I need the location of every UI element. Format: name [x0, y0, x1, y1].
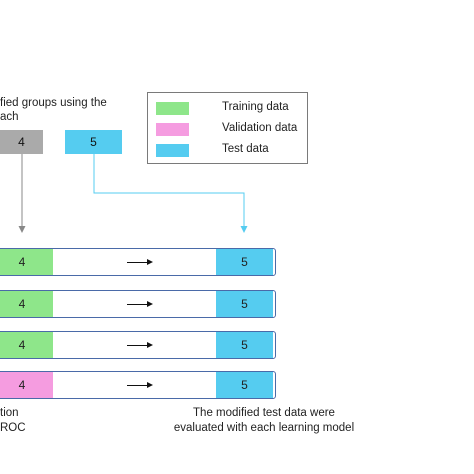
connector-blue-arrowhead	[240, 226, 248, 233]
top-description-line-2: ach	[0, 111, 19, 123]
legend-item-training: Training data	[156, 101, 306, 115]
legend-item-test: Test data	[156, 143, 306, 157]
connector-blue-line	[93, 154, 245, 228]
fold-row-1-group-4: 4	[0, 249, 53, 275]
legend: Training data Validation data Test data	[147, 92, 308, 164]
group-box-4: 4	[0, 130, 43, 154]
legend-item-validation: Validation data	[156, 122, 306, 136]
bottom-left-line-2: ROC	[0, 422, 26, 434]
fold-row-2-group-4: 4	[0, 291, 53, 317]
fold-row-2-group-5: 5	[216, 291, 273, 317]
fold-row-4: 4 5	[0, 371, 276, 399]
legend-label-test: Test data	[222, 143, 269, 155]
bottom-right-line-2: evaluated with each learning model	[173, 422, 355, 434]
fold-row-1: 4 5	[0, 248, 276, 276]
fold-row-4-group-4: 4	[0, 372, 53, 398]
legend-label-training: Training data	[222, 101, 289, 113]
arrow-right-icon	[127, 382, 153, 388]
bottom-left-line-1: tion	[0, 407, 19, 419]
legend-swatch-training	[156, 102, 189, 115]
arrow-right-icon	[127, 342, 153, 348]
fold-row-4-group-5: 5	[216, 372, 273, 398]
fold-row-3-group-4: 4	[0, 332, 53, 358]
group-box-5: 5	[65, 130, 122, 154]
fold-row-3-group-5: 5	[216, 332, 273, 358]
fold-row-1-group-5: 5	[216, 249, 273, 275]
legend-swatch-validation	[156, 123, 189, 136]
legend-swatch-test	[156, 144, 189, 157]
top-description-line-1: fied groups using the	[0, 97, 107, 109]
legend-label-validation: Validation data	[222, 122, 298, 134]
connector-gray-arrowhead	[18, 226, 26, 233]
arrow-right-icon	[127, 259, 153, 265]
arrow-right-icon	[127, 301, 153, 307]
fold-row-2: 4 5	[0, 290, 276, 318]
fold-row-3: 4 5	[0, 331, 276, 359]
bottom-right-line-1: The modified test data were	[193, 407, 335, 419]
group-box-5-label: 5	[90, 135, 97, 149]
group-box-4-label: 4	[18, 135, 25, 149]
